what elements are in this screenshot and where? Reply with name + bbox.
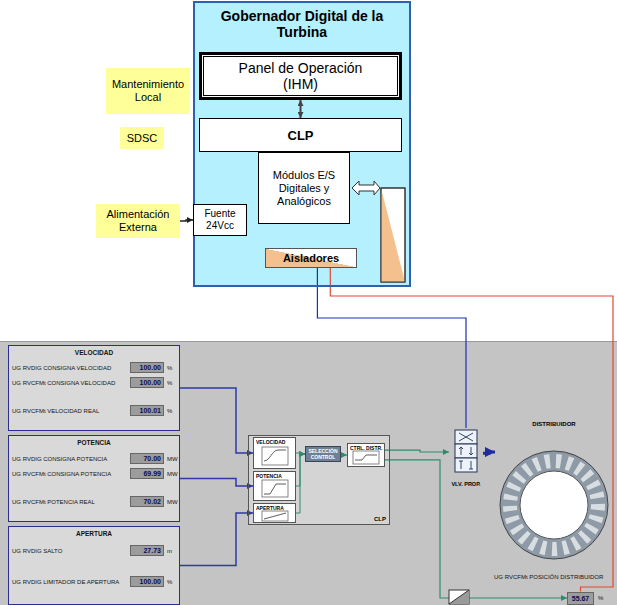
signal-panel: APERTURA <box>8 526 180 605</box>
node-text: SELECCIÓN CONTROL <box>308 448 338 460</box>
isolators-box: Aisladores <box>265 248 357 268</box>
control-loop-box: VELOCIDAD <box>253 437 296 469</box>
operator-panel-box: Panel de Operación (IHM) <box>199 52 402 100</box>
unit-label: m <box>167 547 172 555</box>
value-field: 55.67 <box>567 592 594 605</box>
io-modules-box: Módulos E/S Digitales y Analógicos <box>258 152 350 224</box>
node-text: APERTURA <box>76 527 112 537</box>
value-field: 69.99 <box>130 468 164 479</box>
value-field: 100.00 <box>130 576 164 587</box>
value-field: 100.00 <box>130 377 164 388</box>
plc-box: CLP <box>199 118 402 152</box>
plc-block: CLP VELOCIDAD POTENCIA APERTURA SELECCIÓN CO… <box>248 435 390 525</box>
row-label: UG RVCFMt CONSIGNA POTENCIA <box>12 470 111 478</box>
distributor-ring <box>500 451 608 559</box>
node-text: Mantenimiento Local <box>108 78 188 104</box>
connector <box>180 388 253 453</box>
connector <box>385 450 449 452</box>
external-system-box: SDSC <box>120 127 164 149</box>
connector <box>300 100 302 118</box>
node-text: SDSC <box>127 132 158 144</box>
selector-box: SELECCIÓN CONTROL <box>305 446 341 462</box>
connector <box>317 268 466 428</box>
caption-label: UG RVCFMt POSICIÓN DISTRIBUIDOR <box>494 574 603 581</box>
valve-symbol <box>455 430 477 472</box>
value-field: 70.02 <box>130 496 164 507</box>
row-label: UG RVDIG LIMITADOR DE APERTURA <box>12 578 119 586</box>
unit-label: % <box>167 364 172 372</box>
row-label: UG RVCFMt VELOCIDAD REAL <box>12 407 99 415</box>
unit-label: MW <box>167 470 178 478</box>
node-text: DISTRIBUIDOR <box>532 418 575 427</box>
node-text: VELOCIDAD <box>75 346 113 356</box>
row-label: UG RVCFMt POTENCIA REAL <box>12 498 95 506</box>
node-text: Panel de Operación (IHM) <box>231 60 371 92</box>
connector <box>180 513 253 566</box>
unit-label: % <box>167 379 172 387</box>
value-field: 100.01 <box>130 405 164 416</box>
node-text: POTENCIA <box>77 436 111 446</box>
node-text: Fuente 24Vcc <box>200 208 240 232</box>
distributor: DISTRIBUIDOR <box>495 418 613 568</box>
external-system-box: Alimentación Externa <box>96 204 180 238</box>
connector <box>180 479 253 487</box>
node-text: Módulos E/S Digitales y Analógicos <box>269 169 339 208</box>
node-text: 55.67 <box>572 594 590 603</box>
external-system-box: Mantenimiento Local <box>106 68 190 114</box>
io-bus-bar <box>381 188 405 282</box>
connector <box>180 220 193 221</box>
control-loop-box: POTENCIA <box>253 471 296 501</box>
unit-label: % <box>167 407 172 415</box>
double-arrow <box>352 181 380 195</box>
node-text: CTRL. DISTR. <box>348 444 383 451</box>
node-text: APERTURA <box>254 504 284 511</box>
node-text: POTENCIA <box>254 472 282 479</box>
unit-label: % <box>598 594 603 602</box>
connector <box>483 452 495 453</box>
value-field: 100.00 <box>130 362 164 373</box>
value-field: 70.00 <box>130 453 164 464</box>
unit-label: MW <box>167 455 178 463</box>
governor-cabinet: Gobernador Digital de la TurbinaPanel de… <box>193 1 411 287</box>
unit-label: % <box>167 578 172 586</box>
proportional-valve: VLV. PROP. <box>449 428 483 488</box>
node-text: Aisladores <box>283 252 339 264</box>
row-label: UG RVDIG CONSIGNA POTENCIA <box>12 455 107 463</box>
converter-symbol <box>449 590 469 604</box>
connector <box>330 268 613 592</box>
scada-screen-edge <box>0 341 617 342</box>
unit-label: MW <box>167 498 178 506</box>
plc-block-fill <box>248 435 390 525</box>
node-text: CLP <box>374 516 389 524</box>
node-text: Gobernador Digital de la Turbina <box>207 3 397 40</box>
value-field: 27.73 <box>130 545 164 556</box>
connector <box>296 454 305 513</box>
control-box-fills <box>253 437 385 523</box>
node-text: CLP <box>288 128 314 143</box>
signal-panel: VELOCIDAD <box>8 345 180 431</box>
node-text: VLV. PROP. <box>451 481 480 488</box>
node-text: Alimentación Externa <box>100 208 176 234</box>
governor-cabinet-fill <box>193 1 411 287</box>
power-supply-box: Fuente 24Vcc <box>193 204 247 236</box>
control-loop-box: APERTURA <box>253 503 296 523</box>
row-label: UG RVDIG CONSIGNA VELOCIDAD <box>12 364 111 372</box>
row-label: UG RVCFMt CONSIGNA VELOCIDAD <box>12 379 115 387</box>
distributor-control-box: CTRL. DISTR. <box>347 443 385 467</box>
row-label: UG RVDIG SALTO <box>12 547 62 555</box>
scada-screen-ground <box>0 341 617 605</box>
node-text: VELOCIDAD <box>254 438 285 445</box>
